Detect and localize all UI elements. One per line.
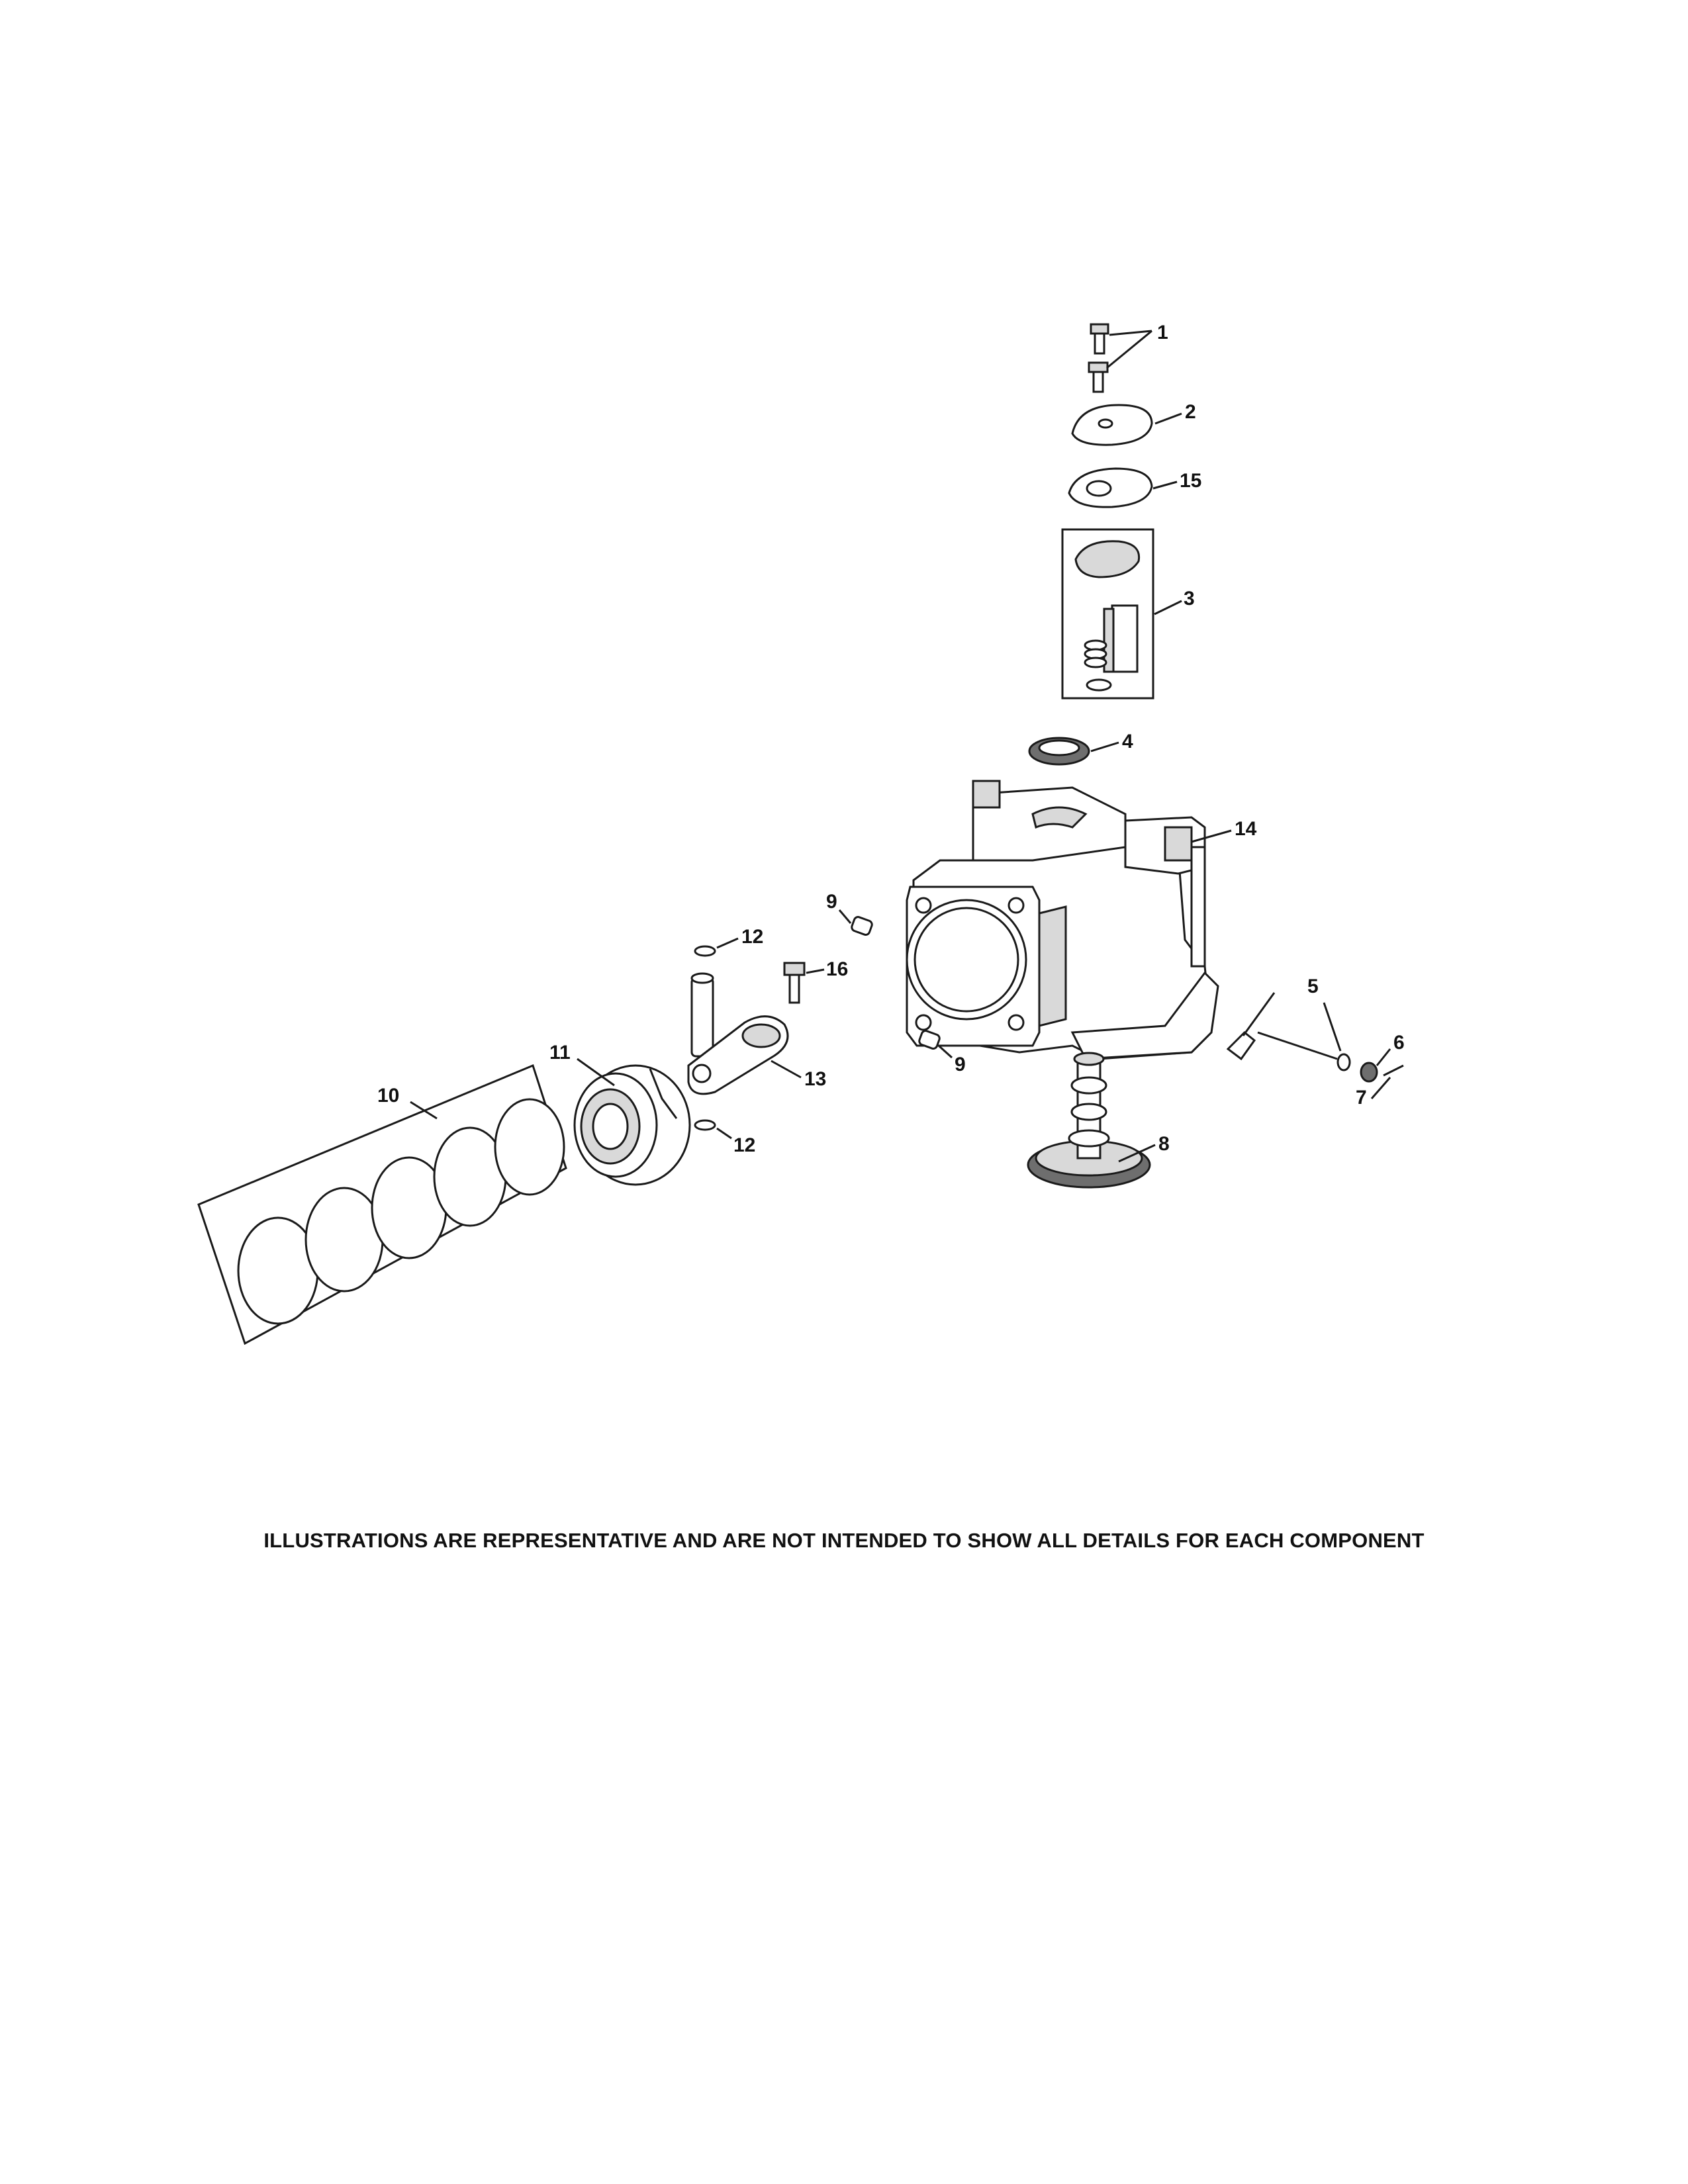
callout-6: 6 [1393,1032,1405,1054]
callout-14: 14 [1235,818,1257,840]
disclaimer-text: ILLUSTRATIONS ARE REPRESENTATIVE AND ARE… [263,1529,1425,1552]
part-14-engine-block: 14 [906,780,1257,1060]
callout-2: 2 [1185,401,1196,423]
callout-10: 10 [377,1085,399,1107]
callout-12b: 12 [733,1134,755,1156]
part-3-breather-kit: 3 [1061,528,1195,700]
callout-7: 7 [1356,1087,1367,1109]
part-9-dowel-pins: 9 9 [826,891,966,1075]
part-11-piston: 11 [549,1042,691,1186]
part-6-washer: 6 [1360,1032,1405,1083]
callout-5: 5 [1307,976,1319,997]
callout-12a: 12 [741,926,763,948]
part-8-camshaft: 8 [1027,1052,1170,1189]
part-1-bolts: 1 [1088,322,1168,393]
callout-15: 15 [1180,470,1201,492]
callout-4: 4 [1122,731,1133,752]
piston-pin [690,972,714,1058]
part-2-plate: 2 [1071,401,1196,446]
callout-8: 8 [1158,1133,1170,1155]
part-12-clips: 12 12 [694,926,763,1156]
callout-16: 16 [826,958,848,980]
part-5-governor-shaft: 5 [1226,976,1351,1071]
part-16-bolt: 16 [783,958,848,1004]
callout-13: 13 [804,1068,826,1090]
part-15-gasket: 15 [1068,467,1201,508]
callout-9b: 9 [955,1054,966,1075]
part-10-piston-rings: 10 [197,1064,567,1345]
part-13-connecting-rod: 13 [687,1015,826,1095]
part-4-seal: 4 [1028,731,1133,766]
callout-9a: 9 [826,891,837,913]
callout-11: 11 [549,1042,571,1064]
part-7-pin: 7 [1356,1064,1404,1109]
callout-3: 3 [1184,588,1195,610]
callout-1: 1 [1157,322,1168,343]
